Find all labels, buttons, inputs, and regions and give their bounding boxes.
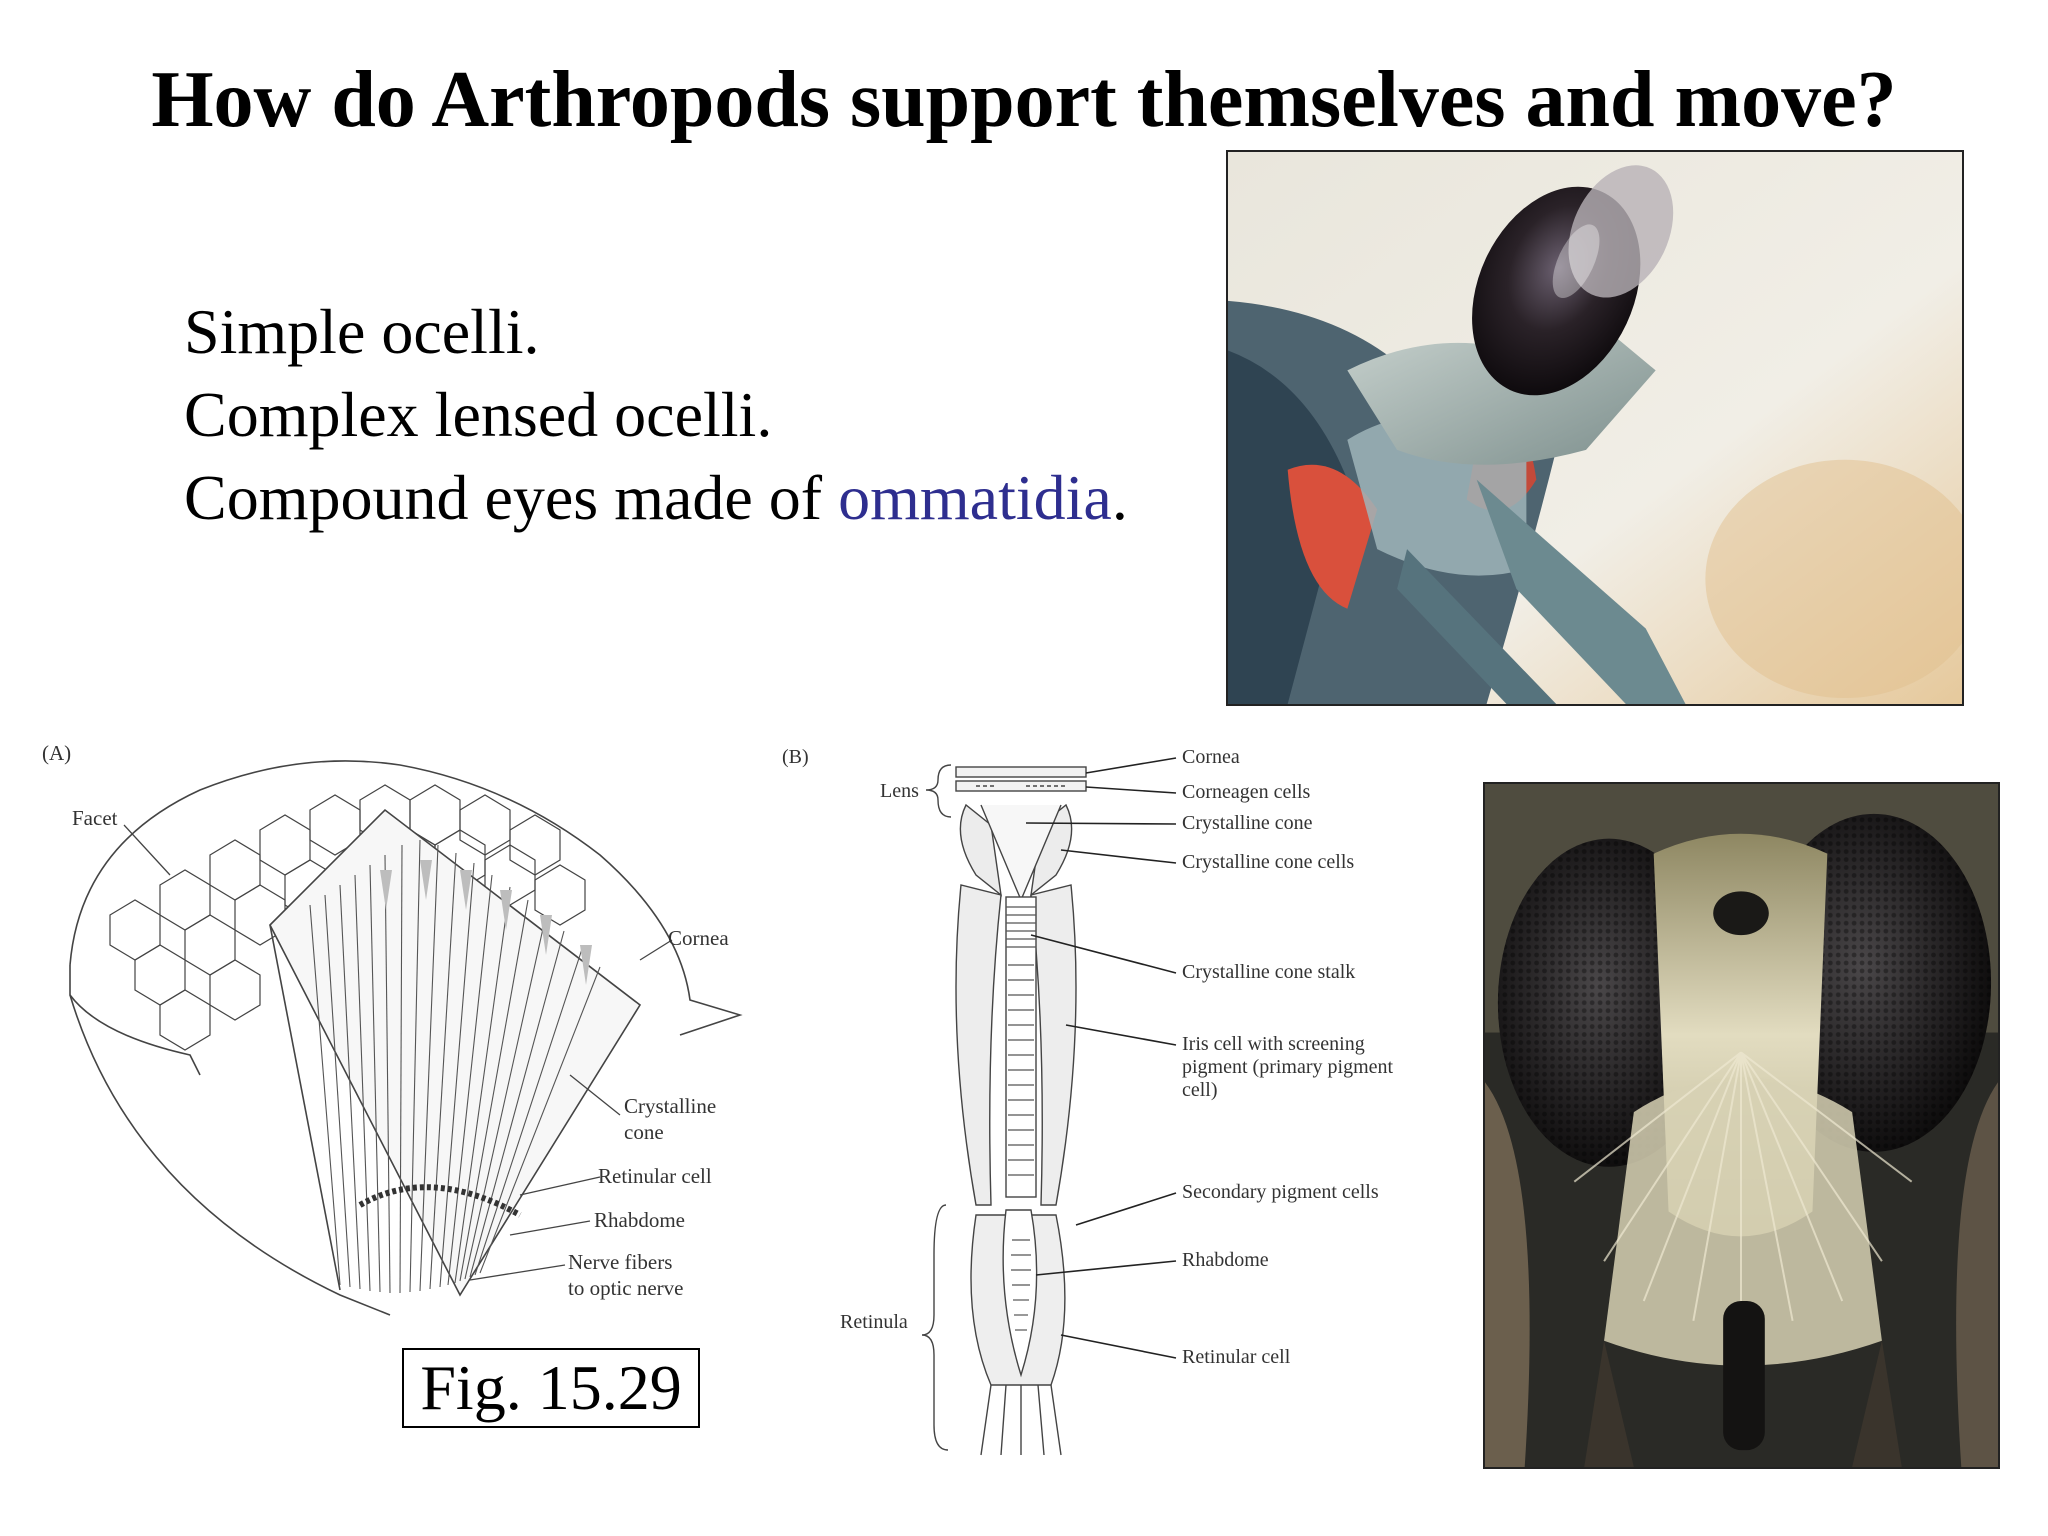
diagram-b-crystalline-cone-cells-label: Crystalline cone cells — [1182, 851, 1354, 873]
diagram-b-retinula-label: Retinula — [840, 1311, 908, 1333]
diagram-b-iris-cell-label-3: cell) — [1182, 1079, 1218, 1101]
bullet-compound-eyes: Compound eyes made of ommatidia. — [184, 456, 1128, 539]
diagram-a-crystalline-cone-label-2: cone — [624, 1120, 664, 1144]
slide-title: How do Arthropods support themselves and… — [151, 56, 1897, 144]
diagram-b-iris-cell-label-1: Iris cell with screening — [1182, 1033, 1365, 1055]
bullet-simple-ocelli: Simple ocelli. — [184, 296, 540, 367]
ommatidia-link-text: ommatidia — [838, 462, 1112, 533]
diagram-b-crystalline-cone-label: Crystalline cone — [1182, 812, 1313, 834]
ommatidium-diagram: (B) Lens Retinula Cornea Corneagen cells… — [776, 735, 1476, 1456]
ommatidium-drawing: (B) Lens Retinula Cornea Corneagen cells… — [782, 746, 1394, 1456]
compound-eye-cutaway-drawing: (A) Facet Cornea Crystalline cone Retinu… — [42, 741, 743, 1316]
diagram-b-corneagen-cells-label: Corneagen cells — [1182, 781, 1310, 803]
mantis-shrimp-eye-image — [1228, 152, 1962, 704]
diagram-b-retinular-cell-label: Retinular cell — [1182, 1346, 1291, 1368]
diagram-a-panel-label: (A) — [42, 741, 71, 765]
diagram-b-secondary-pigment-cells-label: Secondary pigment cells — [1182, 1181, 1379, 1203]
robber-fly-head-photo — [1483, 782, 2000, 1469]
bullet-complex-lensed-ocelli: Complex lensed ocelli. — [184, 379, 773, 450]
diagram-a-crystalline-cone-label-1: Crystalline — [624, 1094, 716, 1118]
mantis-shrimp-eye-photo — [1226, 150, 1964, 706]
diagram-b-cornea-label: Cornea — [1182, 746, 1240, 768]
diagram-b-crystalline-cone-stalk-label: Crystalline cone stalk — [1182, 961, 1355, 983]
diagram-b-iris-cell-label-2: pigment (primary pigment — [1182, 1056, 1394, 1078]
diagram-a-facet-label: Facet — [72, 806, 118, 830]
bullet-list: Simple ocelli. Complex lensed ocelli. Co… — [184, 290, 1128, 539]
diagram-b-rhabdome-label: Rhabdome — [1182, 1249, 1269, 1271]
robber-fly-head-image — [1485, 784, 1998, 1467]
diagram-a-retinular-cell-label: Retinular cell — [598, 1164, 712, 1188]
diagram-a-rhabdome-label: Rhabdome — [594, 1208, 685, 1232]
diagram-b-lens-label: Lens — [880, 780, 919, 802]
figure-caption: Fig. 15.29 — [402, 1348, 700, 1428]
diagram-a-nerve-fibers-label-1: Nerve fibers — [568, 1250, 672, 1274]
diagram-b-panel-label: (B) — [782, 746, 809, 768]
bullet-period: . — [1111, 462, 1128, 533]
diagram-a-nerve-fibers-label-2: to optic nerve — [568, 1276, 683, 1300]
bullet-compound-eyes-text: Compound eyes made of — [184, 462, 839, 533]
diagram-a-cornea-label: Cornea — [668, 926, 729, 950]
compound-eye-cutaway-diagram: (A) Facet Cornea Crystalline cone Retinu… — [40, 735, 760, 1335]
